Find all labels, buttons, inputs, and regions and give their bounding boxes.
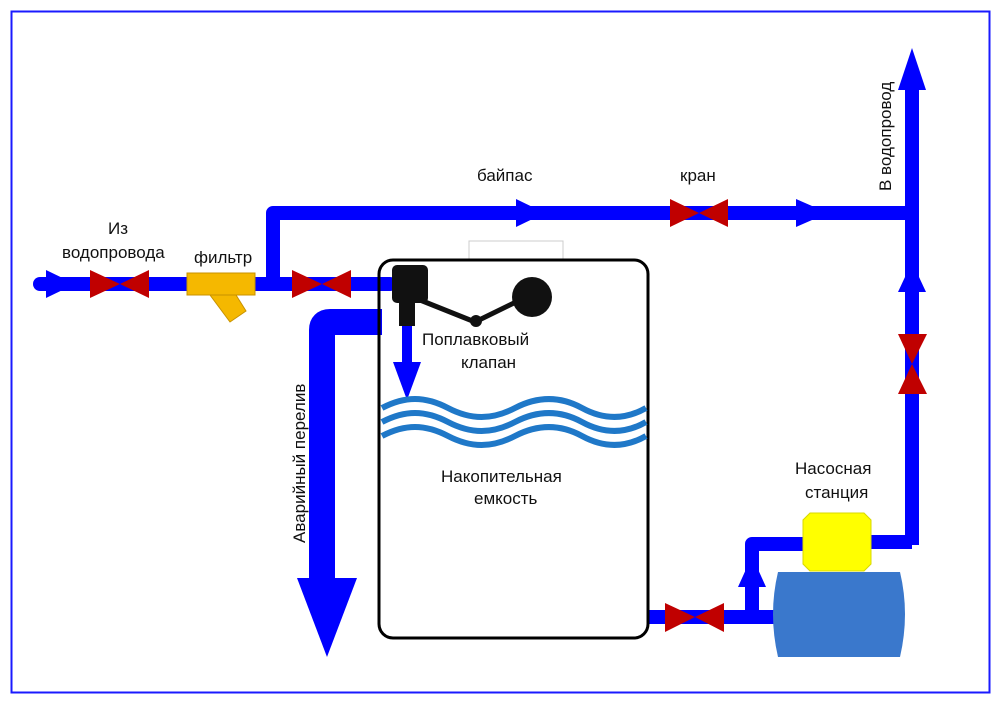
wave-icon [380,410,648,434]
valve-icon [120,270,149,298]
bypass-pipe [266,206,912,284]
pump-body [802,512,872,572]
outlet-valve[interactable] [898,334,927,394]
storage-tank-label-line1: Накопительная [441,467,562,486]
tank-lid [468,240,564,260]
wave-icon [380,396,648,420]
valve-icon [670,199,699,227]
valve-icon [898,334,927,364]
float-ball-icon [512,277,552,317]
valve-icon [665,603,695,632]
overflow-label: Аварийный перелив [290,384,309,543]
float-valve-body [392,265,428,303]
outlet-arrow-icon [898,48,926,90]
filter-label: фильтр [194,248,252,267]
inlet-valve[interactable] [90,270,149,298]
bypass-valve[interactable] [670,199,728,227]
inlet-label-line2: водопровода [62,243,165,262]
inlet-label-line1: Из [108,219,128,238]
float-valve-outlet-pipe [402,325,412,365]
filter-sump [209,294,247,323]
pump-branch-arrow-icon [738,556,766,587]
valve-label: кран [680,166,716,185]
storage-tank-label-line2: емкость [474,489,538,508]
valve-icon [292,270,322,298]
overflow-arrow-icon [297,578,357,657]
filter[interactable] [186,272,256,323]
pump-station[interactable] [773,512,905,657]
pump-station-label-line1: Насосная [795,459,871,478]
valve-icon [90,270,120,298]
float-joint [470,315,482,327]
valve-icon [898,364,927,394]
storage-tank[interactable] [377,258,650,640]
outlet-label: В водопровод [876,82,895,191]
float-valve-label-line2: клапан [461,353,516,372]
float-valve-arrow-icon [393,362,421,400]
pump-inlet-valve[interactable] [665,603,724,632]
valve-icon [322,270,351,298]
bypass-label: байпас [477,166,533,185]
inlet-arrow-icon [46,270,75,298]
valve-icon [699,199,728,227]
bypass-arrow-2-icon [796,199,828,227]
pump-station-label-line2: станция [805,483,868,502]
pump-branch-pipe [745,537,805,617]
wave-icon [380,424,648,448]
float-valve-label-line1: Поплавковый [422,330,529,349]
water-waves [380,396,648,448]
tank-valve[interactable] [292,270,351,298]
valve-icon [695,603,724,632]
filter-body [186,272,256,296]
riser-arrow-icon [898,262,926,292]
float-valve-nozzle [399,300,415,326]
overflow-pipe [309,309,382,588]
pressure-tank [773,572,905,657]
diagram-frame [10,10,991,694]
float-arm [419,297,522,325]
bypass-arrow-icon [516,199,545,227]
float-valve[interactable] [392,265,552,327]
